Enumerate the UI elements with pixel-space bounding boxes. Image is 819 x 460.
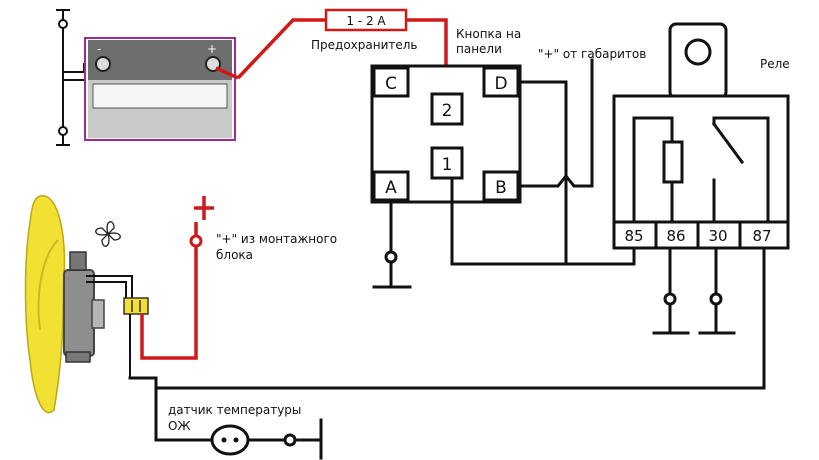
- temp-sensor: датчик температуры ОЖ: [168, 403, 323, 460]
- button-pin-1-label: 1: [442, 155, 453, 175]
- temp-sensor-label-line1: датчик температуры: [168, 403, 301, 417]
- battery-minus-label: -: [97, 42, 101, 56]
- fan-wire: [128, 376, 158, 390]
- battery-plus-label: +: [207, 42, 217, 56]
- fuse-rating-label: 1 - 2 A: [346, 14, 386, 28]
- button-pin-c: [372, 66, 410, 98]
- fan-connector: [123, 297, 149, 315]
- button-pin-c-label: C: [385, 74, 397, 94]
- relay-coil: [662, 140, 684, 184]
- relay-30-ground: [698, 246, 736, 335]
- relay-pin-87-label: 87: [752, 227, 771, 245]
- temp-sensor-icon: [210, 424, 250, 456]
- relay-pin-85-label: 85: [624, 227, 643, 245]
- relay-85-wire: [564, 246, 636, 266]
- button-label-line2: панели: [456, 42, 502, 56]
- battery-minus-terminal: [95, 56, 111, 72]
- button-ground: [372, 200, 412, 289]
- button-pin-2: [430, 92, 464, 126]
- dashboard-button: C D 2 1 A B Кнопка на панели: [370, 27, 522, 204]
- relay-pin-30-label: 30: [708, 227, 727, 245]
- fuse: 1 - 2 A Предохранитель: [311, 8, 418, 52]
- mounting-block-label-line2: блока: [216, 248, 253, 262]
- fan: [24, 195, 149, 414]
- button-pin-a-label: A: [385, 178, 397, 198]
- lights-plus-label: "+" от габаритов: [538, 47, 646, 61]
- button-pin-b-label: B: [495, 178, 507, 198]
- button-pin-d-label: D: [494, 74, 507, 94]
- relay-86-ground: [652, 246, 690, 335]
- mounting-block-plus: + "+" из монтажного блока: [140, 196, 337, 360]
- relay-label: Реле: [760, 57, 790, 71]
- fuse-label: Предохранитель: [311, 38, 418, 52]
- relay-mount-hole: [684, 38, 712, 66]
- relay-pin-86-label: 86: [666, 227, 685, 245]
- relay: 85 86 30 87 Реле: [612, 22, 790, 250]
- battery: - +: [84, 37, 236, 141]
- mounting-block-label-line1: "+" из монтажного: [216, 232, 337, 246]
- button-pin-1: [430, 146, 464, 180]
- button-label-line1: Кнопка на: [456, 27, 521, 41]
- relay-pin-87: [738, 220, 790, 250]
- fan-icon: [95, 221, 121, 247]
- button-pin-a: [372, 170, 410, 202]
- temp-sensor-label-line2: ОЖ: [168, 419, 190, 433]
- button-b-wire: [516, 58, 594, 188]
- button-pin-2-label: 2: [442, 101, 453, 121]
